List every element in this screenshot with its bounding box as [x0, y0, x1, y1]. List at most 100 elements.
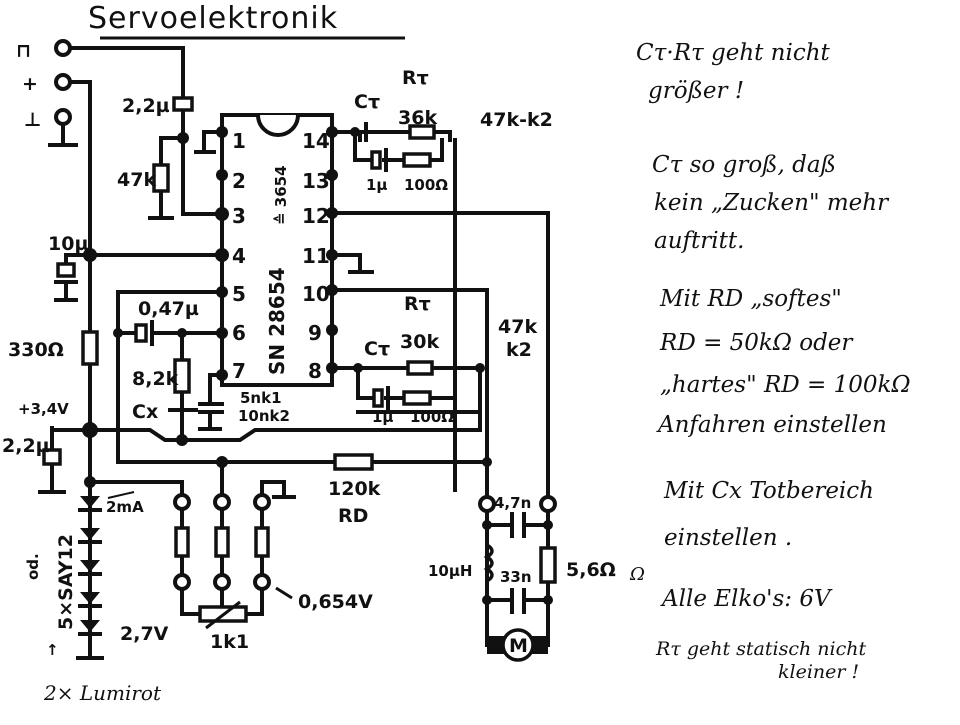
c-tau2-value: 1µ	[372, 408, 393, 426]
supply-voltage-label: +3,4V	[18, 400, 69, 418]
c-tau1-value: 1µ	[366, 176, 387, 194]
note-3-line-1: Mit RD „softes"	[659, 286, 842, 312]
ic-pin-12: 12	[302, 204, 330, 228]
junctions	[82, 126, 553, 605]
plus-terminal	[54, 73, 72, 91]
ic-pin-3: 3	[232, 204, 246, 228]
resistor-rtau1-icon	[408, 124, 436, 140]
ic-sn28654: 1 2 3 4 5 6 7 14 13 12 11 10 9 8 SN 2865…	[220, 113, 334, 387]
note-4-line-2: einstellen .	[664, 525, 792, 551]
capacitor-ctau2-icon	[372, 388, 384, 408]
capacitor-10u-icon	[56, 262, 76, 278]
motor-icon	[501, 628, 535, 662]
resistor-100-1-icon	[402, 152, 432, 168]
note-1-line-1: Cτ·Rτ geht nicht	[636, 40, 831, 66]
ground-terminal-label: ⊥	[24, 109, 41, 131]
r-tau1-value: 36k	[398, 107, 437, 129]
plus-terminal-label: +	[22, 73, 38, 95]
note-5-line-1: Alle Elko's: 6V	[660, 586, 833, 612]
note-3-line-2: RD = 50kΩ oder	[659, 330, 854, 356]
c-input-label: 2,2µ	[122, 95, 170, 117]
note-2-line-3: auftritt.	[654, 228, 744, 254]
diodes-arrow-icon: ↑	[46, 641, 59, 659]
capacitor-ctau1-icon	[370, 150, 382, 170]
rd-value-label: 120k	[328, 478, 381, 500]
current-label: 2mA	[106, 498, 144, 516]
voltage-pot-label: 0,654V	[298, 591, 373, 613]
trimmer-1-icon	[174, 526, 190, 558]
note-4-line-1: Mit Cx Totbereich	[663, 478, 874, 504]
trimmer-3-icon	[254, 526, 270, 558]
capacitor-supply-icon	[42, 448, 62, 466]
ic-pin-2: 2	[232, 169, 246, 193]
inductor-icon	[483, 543, 494, 583]
note-6-line-2: kleiner !	[778, 661, 859, 683]
ic-pin-6: 6	[232, 321, 246, 345]
ic-pin-10: 10	[302, 282, 330, 306]
r-330-label: 330Ω	[8, 339, 64, 361]
rd-label: RD	[338, 505, 368, 527]
ic-pin-8: 8	[308, 359, 322, 383]
r-tau2-label: Rτ	[404, 293, 431, 315]
resistor-100-2-icon	[402, 390, 432, 406]
ground-terminal	[54, 108, 72, 126]
c-pin7-label: 5nk1	[240, 389, 282, 407]
capacitor-047u-icon	[134, 323, 148, 343]
diodes-note: 2× Lumirot	[43, 681, 162, 705]
ic-notch	[256, 114, 300, 137]
diodes-label: 5×SAY12	[55, 534, 77, 630]
inductor-label: 10µH	[428, 562, 472, 580]
ic-alt-name: ≙ 3654	[272, 165, 290, 225]
ic-pin-11: 11	[302, 244, 330, 268]
note-2-line-2: kein „Zucken" mehr	[654, 190, 890, 216]
capacitor-input-icon	[172, 96, 194, 112]
ic-pin-5: 5	[232, 282, 246, 306]
note-2-line-1: Cτ so groß, daß	[652, 152, 836, 178]
r-mid-right-label: 47k	[498, 316, 537, 338]
signal-terminal-label: ⊓	[16, 40, 31, 62]
components: 2,2µ 47k 10µ 330Ω 0,47µ 8,2k Cx 5nk1 10n…	[2, 67, 616, 705]
stray-omega-mark: Ω	[629, 564, 645, 585]
c-pin6-label: 0,47µ	[138, 298, 199, 320]
c-tau2-label: Cτ	[364, 338, 390, 360]
trimmer-2-icon	[214, 526, 230, 558]
r-tau2-value: 30k	[400, 331, 439, 353]
c-motor-top-label: 4,7n	[494, 494, 531, 512]
pot-label: 1k1	[210, 631, 249, 653]
c-pin4-label: 10µ	[48, 233, 88, 255]
note-3-line-3: „hartes" RD = 100kΩ	[660, 372, 911, 398]
r-tau1-series-label: 100Ω	[404, 176, 448, 194]
ic-pin-7: 7	[232, 359, 246, 383]
notes: Cτ·Rτ geht nicht größer ! Cτ so groß, da…	[629, 40, 911, 683]
cx-label: Cx	[132, 401, 158, 423]
resistor-rtau2-icon	[406, 360, 434, 376]
voltage-low-label: 2,7V	[120, 623, 169, 645]
resistor-motor-icon	[539, 546, 557, 584]
c-supply-label: 2,2µ	[2, 435, 50, 457]
ic-pin-14: 14	[302, 129, 330, 153]
c-motor-bottom-label: 33n	[500, 568, 532, 586]
resistor-82k-icon	[173, 358, 191, 394]
ic-pin-1: 1	[232, 129, 246, 153]
motor-symbol: M	[509, 635, 528, 657]
resistor-47k-icon	[152, 163, 170, 193]
note-1-line-2: größer !	[648, 78, 744, 104]
r-mid-right-alt-label: k2	[506, 339, 532, 361]
diodes-alt-label: od.	[24, 553, 42, 580]
ic-pin-4: 4	[232, 244, 246, 268]
note-6-line-1: Rτ geht statisch nicht	[655, 638, 866, 660]
diode-chain-icon	[76, 496, 104, 660]
ic-pin-9: 9	[308, 321, 322, 345]
ic-pin-13: 13	[302, 169, 330, 193]
title-text: Servoelektronik	[88, 1, 338, 36]
r-motor-label: 5,6Ω	[566, 559, 616, 581]
r-top-right-label: 47k-k2	[480, 109, 553, 131]
signal-terminal	[54, 39, 72, 57]
r-tau2-series-label: 100Ω	[410, 408, 454, 426]
ic-name: SN 28654	[265, 267, 289, 375]
input-terminals: ⊓ + ⊥	[16, 39, 78, 147]
current-arrow-icon	[107, 491, 135, 499]
c-tau1-label: Cτ	[354, 91, 380, 113]
